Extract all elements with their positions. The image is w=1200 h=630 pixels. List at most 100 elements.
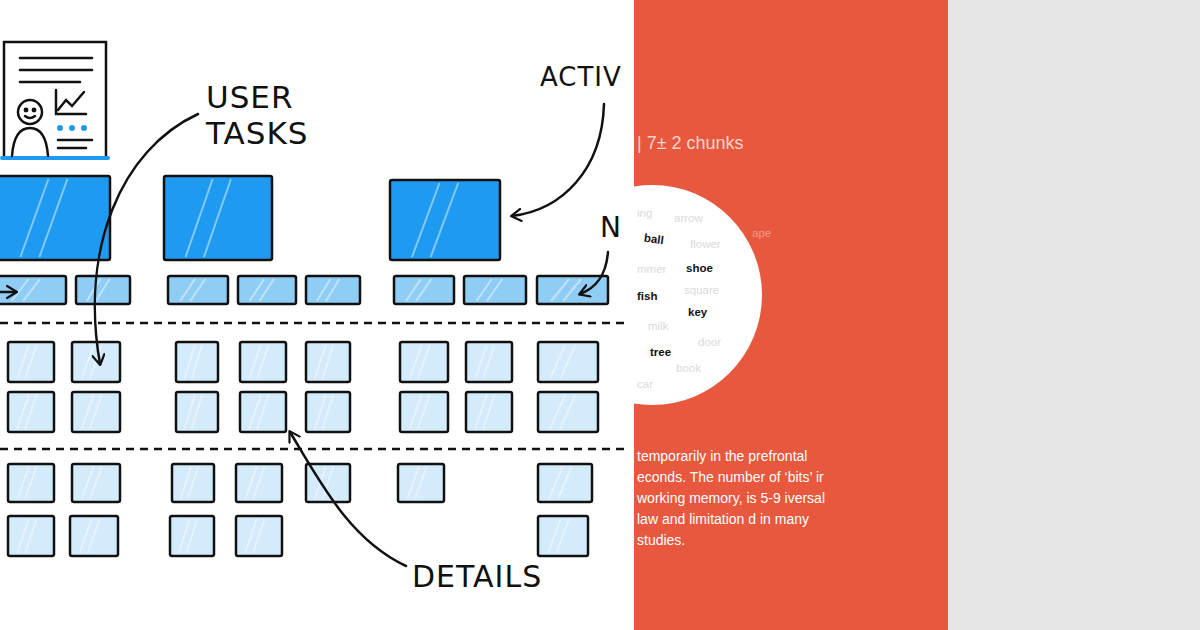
box-shine: [549, 467, 572, 499]
box-shine: [82, 467, 102, 499]
box-shine: [407, 467, 426, 499]
box-shine: [180, 279, 205, 301]
story-box: [8, 464, 54, 502]
story-box: [398, 464, 444, 502]
box-shine: [315, 467, 333, 499]
story-box: [8, 516, 54, 556]
leader-arrow: [95, 114, 198, 364]
box-shine: [17, 467, 36, 499]
story-box: [8, 392, 54, 432]
story-map-sketch: [0, 0, 634, 630]
story-box: [538, 516, 588, 556]
memory-word: ape: [752, 227, 771, 239]
box-shine: [475, 395, 494, 429]
word-circle: ingarrowapeballflowermmershoesquarefishk…: [634, 185, 762, 405]
panel-heading: | 7± 2 chunks: [637, 133, 937, 154]
memory-word: fish: [637, 290, 657, 302]
box-shine: [249, 395, 268, 429]
memory-word: ing: [637, 207, 652, 219]
story-box: [240, 392, 286, 432]
document-icon: [2, 42, 108, 158]
box-shine: [410, 395, 430, 429]
story-box: [0, 176, 110, 260]
box-shine: [245, 519, 264, 553]
story-box: [70, 516, 118, 556]
story-box: [538, 464, 592, 502]
memory-word: arrow: [674, 212, 703, 224]
story-box: [168, 276, 228, 304]
leader-arrow: [290, 432, 406, 566]
box-shine: [317, 279, 340, 301]
box-shine: [315, 345, 333, 379]
story-box: [400, 392, 448, 432]
memory-word: car: [637, 378, 653, 390]
story-box: [538, 342, 598, 382]
box-shine: [184, 395, 202, 429]
memory-word: shoe: [686, 262, 713, 274]
story-box: [76, 276, 130, 304]
box-shine: [180, 467, 198, 499]
story-box: [537, 276, 608, 304]
box-shine: [250, 279, 274, 301]
story-box: [176, 392, 218, 432]
box-shine: [179, 519, 197, 553]
box-shine: [82, 395, 102, 429]
info-panel: | 7± 2 chunks temporarily in the prefront…: [634, 0, 948, 630]
story-box: [176, 342, 218, 382]
story-box: [466, 392, 512, 432]
box-shine: [410, 345, 430, 379]
box-shine: [17, 345, 36, 379]
memory-word: milk: [648, 320, 668, 332]
memory-word: ball: [643, 232, 664, 247]
story-box: [400, 342, 448, 382]
box-shine: [551, 279, 581, 301]
box-shine: [87, 279, 110, 301]
box-shine: [12, 279, 41, 301]
panel-body: temporarily in the prefrontal econds. Th…: [637, 446, 835, 551]
box-shine: [550, 395, 575, 429]
story-box: [466, 342, 512, 382]
memory-word: flower: [690, 238, 721, 250]
box-shine: [186, 179, 231, 257]
sketch-label: USER TASKS: [206, 80, 316, 151]
story-box: [464, 276, 526, 304]
story-box: [72, 342, 120, 382]
story-box: [72, 392, 120, 432]
box-shine: [548, 519, 569, 553]
memory-word: mmer: [637, 263, 666, 275]
box-shine: [17, 395, 36, 429]
story-box: [170, 516, 214, 556]
story-box: [72, 464, 120, 502]
story-box: [8, 342, 54, 382]
memory-word: tree: [650, 346, 671, 358]
memory-word: book: [676, 362, 701, 374]
story-box: [306, 392, 350, 432]
story-boxes: [0, 176, 608, 556]
story-box: [236, 464, 282, 502]
box-shine: [20, 179, 67, 257]
story-box: [236, 516, 282, 556]
box-shine: [245, 467, 264, 499]
sketch-label: N: [600, 214, 622, 242]
story-box: [306, 276, 360, 304]
story-box: [238, 276, 296, 304]
leader-arrow: [0, 291, 16, 294]
box-shine: [475, 345, 494, 379]
release-line: [0, 448, 630, 451]
memory-word: door: [698, 336, 721, 348]
box-shine: [184, 345, 202, 379]
box-shine: [249, 345, 268, 379]
story-box: [240, 342, 286, 382]
box-shine: [17, 519, 36, 553]
box-shine: [315, 395, 333, 429]
story-box: [172, 464, 214, 502]
box-shine: [406, 279, 431, 301]
memory-word: square: [684, 284, 719, 296]
memory-word: key: [688, 306, 707, 318]
sketch-label: DETAILS: [412, 562, 542, 592]
story-box: [538, 392, 598, 432]
box-shine: [80, 519, 100, 553]
sketch-label: ACTIV: [540, 64, 622, 90]
leader-arrow: [580, 252, 608, 294]
box-shine: [412, 183, 458, 257]
